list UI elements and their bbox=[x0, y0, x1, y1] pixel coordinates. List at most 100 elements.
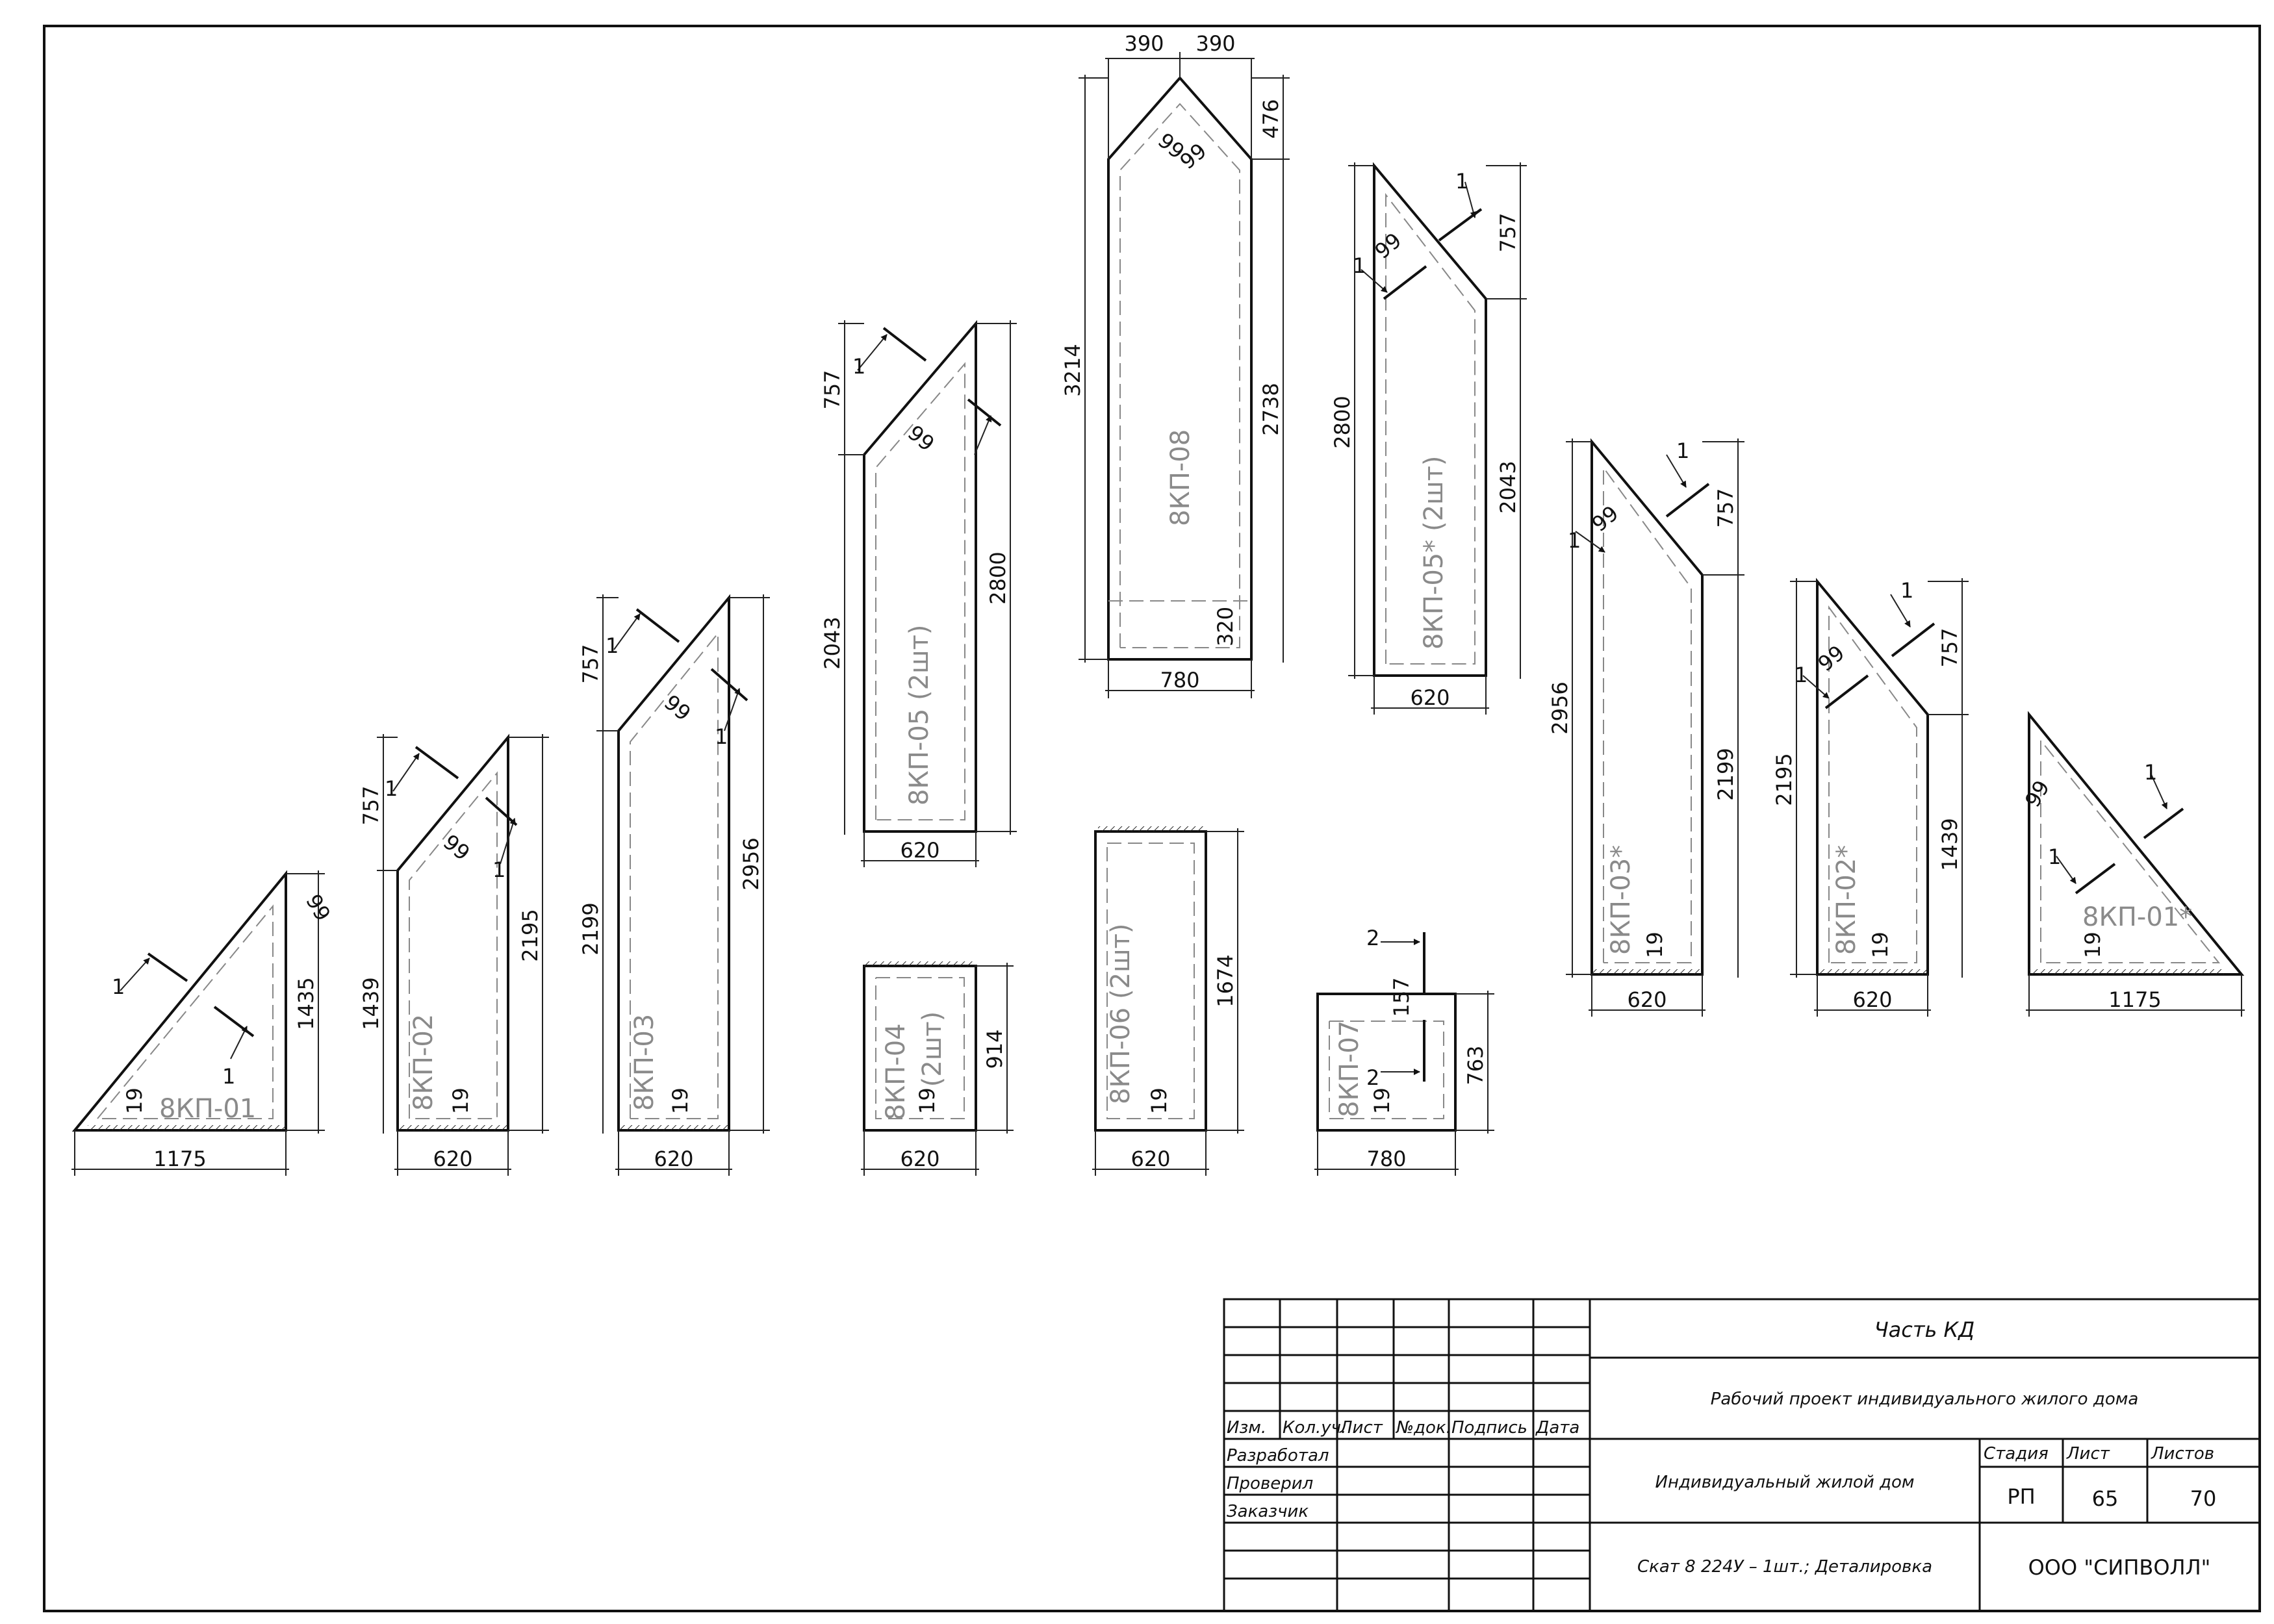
dim-width: 780 bbox=[1366, 1147, 1406, 1171]
section-mark: 1 bbox=[385, 776, 398, 801]
dim-half-left: 390 bbox=[1124, 31, 1164, 56]
panel-label: 8КП-08 bbox=[1166, 429, 1195, 526]
panel-8kp-04: 620 914 19 8КП-04 (2шт) bbox=[861, 961, 1014, 1176]
col-header-kol: Кол.уч. bbox=[1283, 1418, 1346, 1438]
panel-label: 8КП-05* (2шт) bbox=[1419, 455, 1449, 650]
section-mark: 1 bbox=[112, 974, 125, 999]
section-mark: 1 bbox=[2048, 844, 2061, 869]
section-mark: 2 bbox=[1366, 926, 1379, 950]
role-customer: Заказчик bbox=[1227, 1502, 1309, 1521]
section-mark: 1 bbox=[492, 857, 505, 882]
section-mark: 1 bbox=[222, 1064, 235, 1089]
dim-width: 620 bbox=[900, 1147, 939, 1171]
section-mark: 1 bbox=[2144, 760, 2157, 785]
dim-slope: 757 bbox=[1496, 212, 1520, 252]
dim-edge: 19 bbox=[1370, 1087, 1394, 1114]
role-developed: Разработал bbox=[1227, 1446, 1329, 1465]
section-mark: 1 bbox=[1568, 528, 1581, 553]
panel-qty: (2шт) bbox=[917, 1011, 947, 1087]
sheet-title: Скат 8 224У – 1шт.; Деталировка bbox=[1637, 1557, 1932, 1577]
dim-height: 1435 bbox=[294, 977, 318, 1030]
panel-8kp-05: 620 2800 757 2043 99 8КП-05 (2шт) 1 bbox=[820, 320, 1017, 867]
dim-half-right: 390 bbox=[1195, 31, 1235, 56]
dim-edge: 19 bbox=[122, 1087, 147, 1114]
dim-edge: 19 bbox=[448, 1087, 473, 1114]
dim-bottom: 320 bbox=[1213, 607, 1238, 646]
section-mark: 1 bbox=[1900, 578, 1913, 603]
project-title: Рабочий проект индивидуального жилого до… bbox=[1711, 1389, 2139, 1409]
dim-width: 620 bbox=[1627, 987, 1667, 1012]
stage-value: РП bbox=[2007, 1484, 2035, 1509]
panel-8kp-03s: 620 2956 757 2199 99 19 8КП-03* 1 1 bbox=[1548, 438, 1744, 1017]
dim-wall: 1439 bbox=[1937, 818, 1962, 870]
col-header-podp: Подпись bbox=[1451, 1418, 1527, 1438]
panel-label: 8КП-01* bbox=[2082, 902, 2192, 932]
panel-label: 8КП-02* bbox=[1832, 845, 1861, 955]
section-mark: 1 bbox=[1676, 438, 1689, 463]
dim-bevel: 99 bbox=[1813, 641, 1850, 676]
dim-wall: 2199 bbox=[578, 902, 603, 955]
title-block: Изм. Кол.уч. Лист №док. Подпись Дата Раз… bbox=[1223, 1298, 2261, 1612]
dim-total: 2800 bbox=[986, 552, 1010, 604]
section-mark: 1 bbox=[606, 633, 619, 658]
dim-bevel: 99 bbox=[301, 890, 335, 925]
panel-8kp-05s: 620 2800 757 2043 99 8КП-05* (2шт) 1 1 bbox=[1330, 162, 1527, 715]
sheet-header: Лист bbox=[2066, 1444, 2110, 1464]
dim-width: 620 bbox=[900, 838, 939, 863]
section-mark: 1 bbox=[852, 354, 865, 379]
panel-label: 8КП-07 bbox=[1335, 1021, 1364, 1117]
dim-total: 2195 bbox=[1772, 753, 1796, 806]
dim-height: 914 bbox=[982, 1029, 1007, 1069]
panel-8kp-01: 1175 1435 99 19 8КП-01 1 1 bbox=[71, 870, 335, 1176]
dim-bevel: 99 bbox=[903, 420, 939, 456]
dim-total: 2800 bbox=[1330, 396, 1355, 448]
dim-bevel: 99 bbox=[2020, 776, 2054, 811]
dim-wall: 2043 bbox=[1496, 461, 1520, 513]
dim-peak: 476 bbox=[1258, 99, 1283, 138]
panel-label: 8КП-01 bbox=[159, 1094, 256, 1124]
dim-edge: 19 bbox=[915, 1087, 939, 1114]
dim-total: 2195 bbox=[518, 909, 543, 961]
panel-label: 8КП-05 (2шт) bbox=[904, 624, 934, 806]
dim-bevel: 99 bbox=[659, 690, 696, 726]
col-header-list: Лист bbox=[1339, 1418, 1383, 1438]
section-mark: 1 bbox=[1353, 253, 1366, 278]
dim-total: 2956 bbox=[739, 837, 763, 890]
panel-label: 8КП-06 (2шт) bbox=[1106, 923, 1136, 1104]
dim-edge: 19 bbox=[2080, 932, 2105, 958]
dim-height: 1674 bbox=[1213, 954, 1238, 1007]
sheet-value: 65 bbox=[2092, 1486, 2119, 1511]
dim-top: 157 bbox=[1389, 977, 1414, 1017]
panel-label: 8КП-03* bbox=[1606, 845, 1636, 955]
object-title: Индивидуальный жилой дом bbox=[1655, 1473, 1915, 1492]
dim-width: 620 bbox=[654, 1147, 693, 1171]
dim-width: 620 bbox=[1852, 987, 1892, 1012]
dim-bevel: 99 bbox=[439, 830, 475, 865]
sheet-frame bbox=[43, 25, 2261, 1612]
sheets-header: Листов bbox=[2151, 1444, 2214, 1464]
sheets-value: 70 bbox=[2190, 1486, 2217, 1511]
dim-slope: 757 bbox=[820, 370, 845, 409]
panel-8kp-03: 620 2956 757 2199 99 19 8КП-03 1 1 bbox=[578, 594, 770, 1176]
dim-wall: 1439 bbox=[359, 977, 383, 1030]
dim-slope: 757 bbox=[578, 644, 603, 683]
dim-total: 2956 bbox=[1548, 681, 1572, 734]
part-title: Часть КД bbox=[1874, 1317, 1975, 1342]
dim-slope: 757 bbox=[1713, 488, 1738, 527]
section-mark: 1 bbox=[1455, 169, 1468, 194]
dim-height: 763 bbox=[1463, 1045, 1488, 1085]
col-header-izm: Изм. bbox=[1227, 1418, 1266, 1438]
dim-width: 1175 bbox=[153, 1147, 206, 1171]
company-name: ООО "СИПВОЛЛ" bbox=[2028, 1555, 2211, 1580]
dim-wall: 2043 bbox=[820, 616, 845, 669]
dim-edge: 19 bbox=[1147, 1087, 1171, 1114]
dim-width: 620 bbox=[1131, 1147, 1170, 1171]
panel-8kp-02: 620 2195 757 1439 99 19 8КП-02 1 1 bbox=[359, 733, 549, 1176]
dim-width: 780 bbox=[1160, 668, 1199, 692]
dim-edge: 19 bbox=[1868, 932, 1893, 958]
panel-label: 8КП-03 bbox=[630, 1014, 659, 1111]
role-checked: Проверил bbox=[1227, 1474, 1313, 1493]
section-mark: 2 bbox=[1366, 1065, 1379, 1090]
dim-total: 3214 bbox=[1060, 344, 1085, 396]
